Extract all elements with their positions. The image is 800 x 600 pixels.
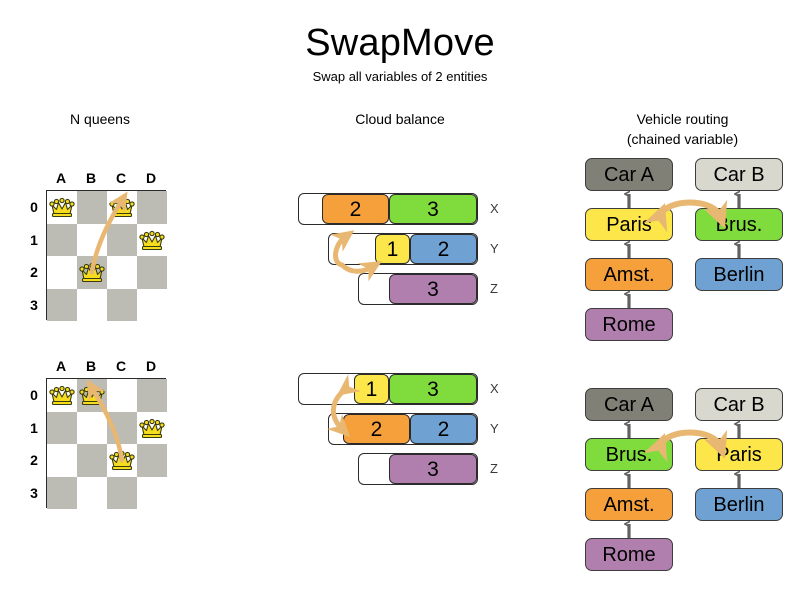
file-label-C: C: [115, 170, 127, 186]
chessboard-cell-B3[interactable]: [77, 476, 107, 509]
routing-stop-berlin[interactable]: Berlin: [695, 488, 783, 521]
rank-label-0: 0: [30, 199, 38, 215]
cloud-process-X-1[interactable]: 3: [389, 194, 477, 224]
routing-stop-amst[interactable]: Amst.: [585, 488, 673, 521]
chessboard-cell-D0[interactable]: [137, 191, 167, 224]
routing-stop-brus[interactable]: Brus.: [585, 438, 673, 471]
chessboard-cell-A3[interactable]: [47, 288, 77, 321]
chessboard-cell-C2[interactable]: [107, 256, 137, 289]
cloud-computer-label-Z: Z: [490, 461, 498, 476]
chessboard[interactable]: 0 1 2 3: [30, 378, 167, 509]
chessboard-rank-labels: 0 1 2 3: [25, 191, 43, 321]
cloud-computer-label-Z: Z: [490, 281, 498, 296]
routing-vehicle-car-b[interactable]: Car B: [695, 158, 783, 191]
nqueens-board-before: A B C D 0 1 2 3: [30, 170, 167, 321]
page-subtitle: Swap all variables of 2 entities: [312, 69, 488, 84]
cloud-process-Y-0[interactable]: 1: [375, 234, 410, 264]
routing-stop-berlin[interactable]: Berlin: [695, 258, 783, 291]
chessboard-rank-labels: 0 1 2 3: [25, 379, 43, 509]
file-label-B: B: [85, 170, 97, 186]
chessboard-cell-A1[interactable]: [47, 411, 77, 444]
chessboard-file-labels: A B C D: [46, 168, 166, 188]
file-label-B: B: [85, 358, 97, 374]
cloud-computer-label-Y: Y: [490, 241, 499, 256]
chessboard-cell-B3[interactable]: [77, 288, 107, 321]
vehiclerouting-heading-line2: (chained variable): [626, 131, 739, 147]
rank-label-3: 3: [30, 484, 38, 501]
section-heading-nqueens: N queens: [70, 111, 130, 127]
cloud-process-X-0[interactable]: 2: [322, 194, 389, 224]
chessboard-cell-D2[interactable]: [137, 256, 167, 289]
routing-vehicle-car-b[interactable]: Car B: [695, 388, 783, 421]
rank-label-2: 2: [30, 452, 38, 468]
cloud-computer-label-Y: Y: [490, 421, 499, 436]
chessboard-cell-D1[interactable]: [137, 223, 167, 256]
chessboard-cell-A0[interactable]: [47, 191, 77, 224]
chessboard-cell-C1[interactable]: [107, 223, 137, 256]
rank-label-0: 0: [30, 387, 38, 403]
file-label-A: A: [55, 358, 67, 374]
chessboard-cell-C0[interactable]: [107, 379, 137, 412]
chessboard-cell-A2[interactable]: [47, 256, 77, 289]
chessboard-file-labels: A B C D: [46, 356, 166, 376]
chessboard-cell-A3[interactable]: [47, 476, 77, 509]
chessboard-cell-C0[interactable]: [107, 191, 137, 224]
rank-label-3: 3: [30, 296, 38, 313]
chessboard-cell-B2[interactable]: [77, 256, 107, 289]
file-label-D: D: [145, 170, 157, 186]
chessboard-cell-D3[interactable]: [137, 288, 167, 321]
rank-label-2: 2: [30, 264, 38, 280]
routing-stop-brus[interactable]: Brus.: [695, 208, 783, 241]
chessboard-cell-A1[interactable]: [47, 223, 77, 256]
chessboard-cell-D1[interactable]: [137, 411, 167, 444]
chessboard-cell-D3[interactable]: [137, 476, 167, 509]
cloud-process-Y-1[interactable]: 2: [410, 414, 477, 444]
section-heading-cloudbalance: Cloud balance: [355, 111, 445, 127]
section-heading-vehiclerouting: Vehicle routing (chained variable): [595, 109, 770, 149]
chessboard-cell-D2[interactable]: [137, 444, 167, 477]
routing-vehicle-car-a[interactable]: Car A: [585, 158, 673, 191]
chessboard[interactable]: 0 1 2 3: [30, 190, 167, 321]
chessboard-cell-A0[interactable]: [47, 379, 77, 412]
routing-stop-paris[interactable]: Paris: [585, 208, 673, 241]
routing-stop-rome[interactable]: Rome: [585, 538, 673, 571]
cloud-process-X-1[interactable]: 3: [389, 374, 477, 404]
chessboard-cell-B1[interactable]: [77, 411, 107, 444]
routing-vehicle-car-a[interactable]: Car A: [585, 388, 673, 421]
chessboard-cell-B0[interactable]: [77, 379, 107, 412]
page-title: SwapMove: [305, 22, 495, 64]
chessboard-cell-C1[interactable]: [107, 411, 137, 444]
routing-stop-paris[interactable]: Paris: [695, 438, 783, 471]
chessboard-cell-C3[interactable]: [107, 476, 137, 509]
cloud-process-Y-0[interactable]: 2: [343, 414, 410, 444]
cloud-process-X-0[interactable]: 1: [354, 374, 389, 404]
rank-label-1: 1: [30, 231, 38, 248]
chessboard-cell-B2[interactable]: [77, 444, 107, 477]
chessboard-cell-A2[interactable]: [47, 444, 77, 477]
routing-stop-amst[interactable]: Amst.: [585, 258, 673, 291]
cloud-process-Y-1[interactable]: 2: [410, 234, 477, 264]
vehiclerouting-heading-line1: Vehicle routing: [636, 111, 729, 127]
rank-label-1: 1: [30, 419, 38, 436]
cloud-process-Z-0[interactable]: 3: [389, 274, 477, 304]
chessboard-cell-C3[interactable]: [107, 288, 137, 321]
file-label-D: D: [145, 358, 157, 374]
chessboard-cell-B0[interactable]: [77, 191, 107, 224]
nqueens-board-after: A B C D 0 1 2 3: [30, 358, 167, 509]
file-label-A: A: [55, 170, 67, 186]
chessboard-cell-D0[interactable]: [137, 379, 167, 412]
chessboard-cell-B1[interactable]: [77, 223, 107, 256]
chessboard-cell-C2[interactable]: [107, 444, 137, 477]
cloud-computer-label-X: X: [490, 381, 499, 396]
file-label-C: C: [115, 358, 127, 374]
cloud-computer-label-X: X: [490, 201, 499, 216]
cloud-process-Z-0[interactable]: 3: [389, 454, 477, 484]
routing-stop-rome[interactable]: Rome: [585, 308, 673, 341]
